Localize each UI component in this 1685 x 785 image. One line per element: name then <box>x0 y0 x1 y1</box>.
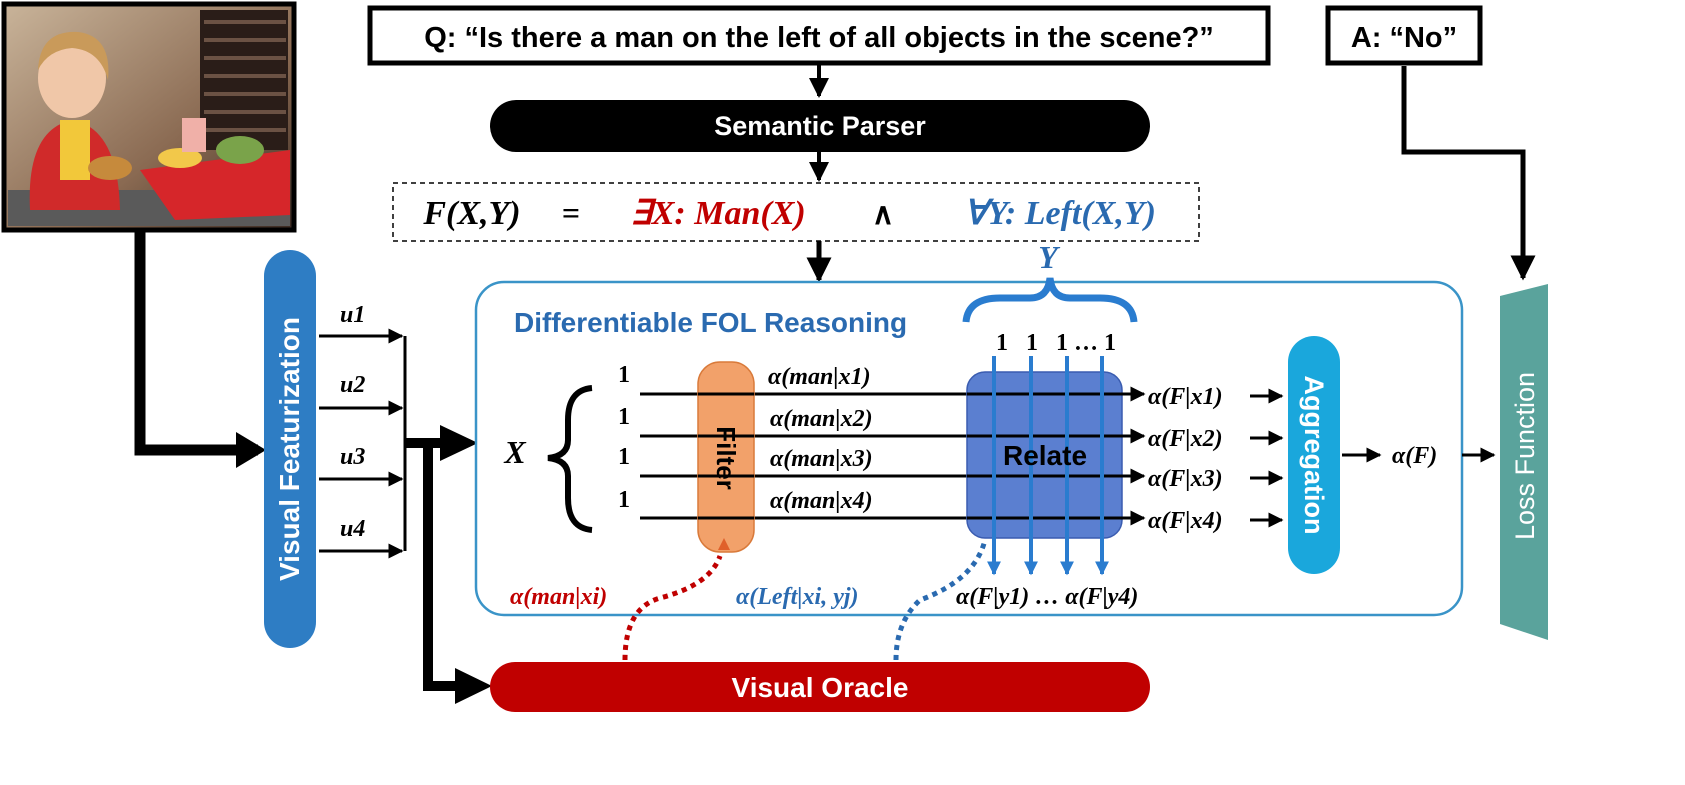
question-text: Q: “Is there a man on the left of all ob… <box>424 22 1214 54</box>
x-brace <box>547 385 593 533</box>
formula-box <box>392 182 1200 242</box>
aggregation-block <box>1288 336 1340 574</box>
alpha-f-x2: α(F|x2) <box>1148 426 1223 452</box>
formula-eq: = <box>562 195 580 231</box>
alpha-man-x4: α(man|x4) <box>770 488 873 514</box>
filter-label: Filter <box>711 426 741 490</box>
aggregation-label: Aggregation <box>1299 376 1329 535</box>
one-left-4: 1 <box>618 487 630 513</box>
visual-oracle-block <box>490 662 1150 712</box>
alpha-man-x2: α(man|x2) <box>770 406 873 432</box>
alpha-man-x3: α(man|x3) <box>770 446 873 472</box>
alpha-f-total: α(F) <box>1392 443 1437 469</box>
formula-exists: ∃X: Man(X) <box>630 195 805 232</box>
alpha-f-x3: α(F|x3) <box>1148 466 1223 492</box>
semantic-parser-label: Semantic Parser <box>714 111 926 141</box>
formula-and: ∧ <box>872 198 894 231</box>
loss-function-label: Loss Function <box>1510 372 1540 540</box>
alpha-left: α(Left|xi, yj) <box>736 584 859 610</box>
formula-forall: ∀Y: Left(X,Y) <box>964 195 1156 232</box>
visual-featurization-block <box>264 250 316 648</box>
answer-text: A: “No” <box>1351 22 1457 54</box>
loss-function-block <box>1500 284 1548 640</box>
relate-label: Relate <box>1003 440 1087 471</box>
x-label: X <box>503 434 526 470</box>
relate-block <box>966 371 1123 539</box>
alpha-f-x1: α(F|x1) <box>1148 384 1223 410</box>
alpha-f-x4: α(F|x4) <box>1148 508 1223 534</box>
scene-photo <box>1 1 297 233</box>
y-label: Y <box>1038 239 1060 275</box>
filter-block <box>697 361 755 553</box>
feature-u2: u2 <box>340 372 365 398</box>
ones-top: 1 1 1 … 1 <box>996 330 1116 356</box>
y-brace <box>962 277 1138 323</box>
alpha-man-x1: α(man|x1) <box>768 364 871 390</box>
feature-u1: u1 <box>340 302 365 328</box>
fol-title: Differentiable FOL Reasoning <box>514 307 907 338</box>
alpha-f-y: α(F|y1) … α(F|y4) <box>956 584 1138 610</box>
semantic-parser-block <box>490 100 1150 152</box>
one-left-2: 1 <box>618 404 630 430</box>
visual-featurization-label: Visual Featurization <box>274 317 305 581</box>
alpha-man-xi: α(man|xi) <box>510 584 607 610</box>
feature-u3: u3 <box>340 444 365 470</box>
visual-oracle-label: Visual Oracle <box>732 672 909 703</box>
one-left-1: 1 <box>618 362 630 388</box>
feature-u4: u4 <box>340 516 365 542</box>
formula-lhs: F(X,Y) <box>422 195 520 232</box>
one-left-3: 1 <box>618 444 630 470</box>
